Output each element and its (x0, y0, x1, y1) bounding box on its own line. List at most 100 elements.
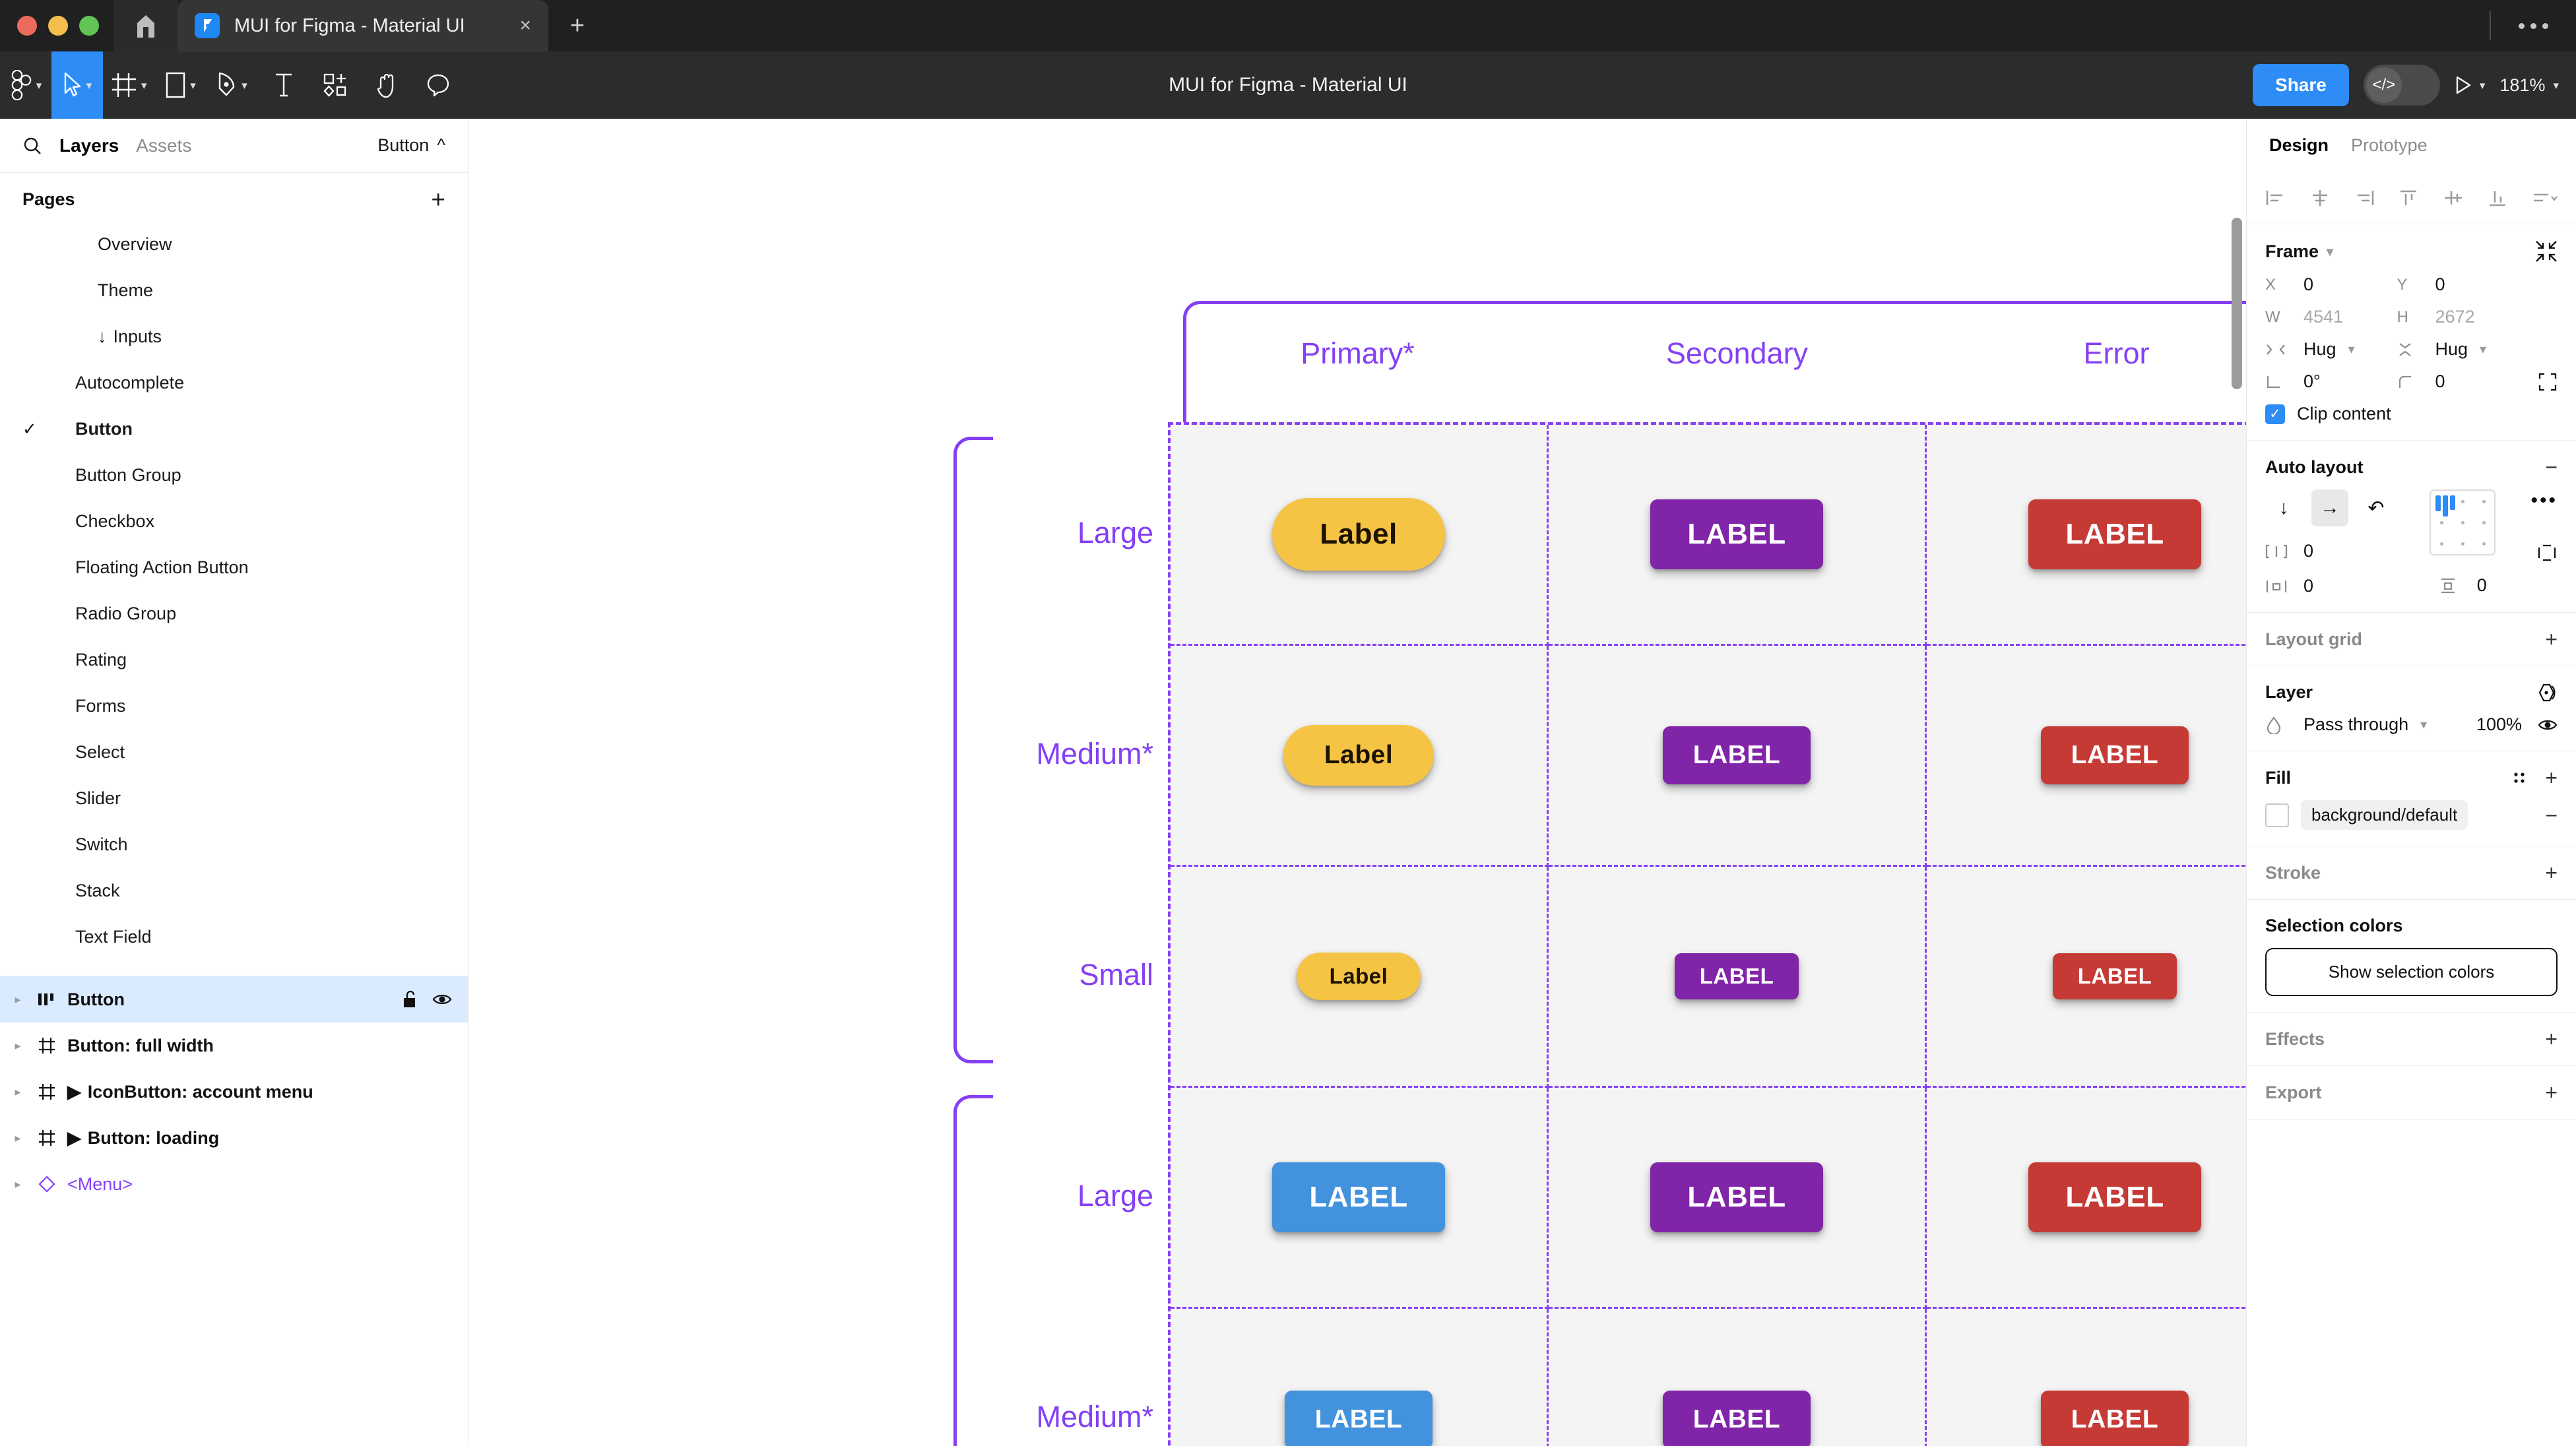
variant-button[interactable]: LABEL (2028, 499, 2201, 569)
remove-auto-layout-button[interactable]: − (2545, 455, 2558, 479)
fill-color-swatch[interactable] (2265, 803, 2289, 827)
page-item-floating-action-button[interactable]: Floating Action Button (0, 544, 468, 590)
tab-design[interactable]: Design (2269, 135, 2329, 155)
page-item-overview[interactable]: Overview (0, 221, 468, 267)
align-bottom-icon[interactable] (2487, 189, 2508, 207)
page-item-button-group[interactable]: Button Group (0, 452, 468, 498)
comment-tool-icon[interactable] (412, 51, 464, 119)
variant-button[interactable]: LABEL (2040, 1390, 2189, 1446)
page-item-theme[interactable]: Theme (0, 267, 468, 313)
unlock-icon[interactable] (402, 990, 419, 1009)
browser-menu-icon[interactable] (2491, 22, 2576, 29)
maximize-window-button[interactable] (79, 16, 99, 36)
opacity-value[interactable]: 100% (2476, 714, 2522, 734)
search-icon[interactable] (22, 136, 42, 156)
independent-corners-icon[interactable] (2528, 372, 2558, 392)
add-page-button[interactable]: + (431, 186, 445, 213)
current-page-selector[interactable]: Button ^ (377, 135, 445, 156)
frame-tool-icon[interactable]: ▾ (103, 51, 155, 119)
expand-arrow-icon[interactable]: ▸ (15, 1131, 21, 1145)
page-item-select[interactable]: Select (0, 729, 468, 775)
present-button[interactable]: ▾ (2455, 75, 2485, 95)
layout-wrap-icon[interactable]: ↶ (2367, 497, 2385, 519)
move-tool-icon[interactable]: ▾ (51, 51, 103, 119)
align-vertical-center-icon[interactable] (2443, 189, 2464, 207)
hand-tool-icon[interactable] (361, 51, 412, 119)
resize-to-fit-icon[interactable] (2535, 240, 2558, 263)
expand-arrow-icon[interactable]: ▸ (15, 992, 21, 1006)
add-stroke-button[interactable]: + (2545, 861, 2558, 885)
eye-icon[interactable] (2538, 718, 2558, 732)
page-item-inputs[interactable]: ↓Inputs (0, 313, 468, 360)
home-button[interactable] (113, 0, 177, 51)
layer-row[interactable]: ▸ <Menu> (0, 1161, 468, 1207)
layer-row[interactable]: ▸ Button (0, 976, 468, 1022)
distribute-menu-icon[interactable] (2531, 189, 2558, 207)
auto-layout-more-options-button[interactable]: ••• (2530, 489, 2558, 511)
variant-button[interactable]: Label (1283, 725, 1434, 786)
tab-prototype[interactable]: Prototype (2351, 135, 2428, 155)
align-top-icon[interactable] (2398, 189, 2419, 207)
new-tab-button[interactable]: + (569, 11, 585, 40)
variant-button[interactable]: LABEL (1650, 1162, 1823, 1232)
variant-button[interactable]: LABEL (1272, 1162, 1445, 1232)
tab-layers[interactable]: Layers (59, 135, 119, 156)
variant-button[interactable]: Label (1272, 498, 1445, 571)
design-canvas[interactable]: Contained Primary* Secondary Error Warni… (468, 119, 2246, 1446)
vertical-resizing-field[interactable]: Hug ▾ (2397, 339, 2529, 360)
fill-styles-icon[interactable] (2511, 769, 2528, 786)
page-item-checkbox[interactable]: Checkbox (0, 498, 468, 544)
variant-button[interactable]: LABEL (1650, 499, 1823, 569)
add-export-button[interactable]: + (2545, 1081, 2558, 1104)
layer-row[interactable]: ▸ ▶Button: loading (0, 1115, 468, 1161)
page-item-radio-group[interactable]: Radio Group (0, 590, 468, 637)
browser-tab[interactable]: MUI for Figma - Material UI × (177, 0, 548, 51)
expand-arrow-icon[interactable]: ▸ (15, 1084, 21, 1098)
figma-menu-icon[interactable]: ▾ (0, 51, 51, 119)
layout-direction-horizontal-icon[interactable]: → (2311, 489, 2348, 526)
auto-layout-alignment-grid[interactable] (2430, 489, 2496, 555)
canvas-vertical-scrollbar[interactable] (2232, 218, 2242, 389)
item-spacing-value[interactable]: 0 (2303, 541, 2314, 561)
eye-icon[interactable] (432, 991, 452, 1007)
close-tab-button[interactable]: × (519, 15, 531, 36)
page-item-switch[interactable]: Switch (0, 821, 468, 867)
resources-tool-icon[interactable] (309, 51, 361, 119)
show-selection-colors-button[interactable]: Show selection colors (2265, 948, 2558, 996)
page-item-rating[interactable]: Rating (0, 637, 468, 683)
page-item-button[interactable]: ✓Button (0, 406, 468, 452)
layout-direction-vertical-icon[interactable]: ↓ (2278, 497, 2289, 519)
page-item-forms[interactable]: Forms (0, 683, 468, 729)
page-item-stack[interactable]: Stack (0, 867, 468, 914)
page-item-text-field[interactable]: Text Field (0, 914, 468, 960)
expand-arrow-icon[interactable]: ▸ (15, 1177, 21, 1191)
pen-tool-icon[interactable]: ▾ (207, 51, 258, 119)
page-item-autocomplete[interactable]: Autocomplete (0, 360, 468, 406)
fill-style-name[interactable]: background/default (2301, 800, 2468, 830)
clip-content-checkbox[interactable]: ✓ (2265, 404, 2285, 424)
variant-button[interactable]: LABEL (2028, 1162, 2201, 1232)
zoom-control[interactable]: 181% ▾ (2499, 75, 2559, 96)
align-horizontal-center-icon[interactable] (2309, 189, 2331, 207)
shape-tool-icon[interactable]: ▾ (155, 51, 207, 119)
chevron-down-icon[interactable]: ▾ (2327, 244, 2334, 259)
clip-content-row[interactable]: ✓ Clip content (2265, 404, 2558, 424)
rotation-field[interactable]: 0° (2265, 371, 2397, 392)
variant-button[interactable]: LABEL (1662, 1390, 1811, 1446)
variant-button[interactable]: LABEL (2040, 726, 2189, 784)
page-item-slider[interactable]: Slider (0, 775, 468, 821)
variant-button[interactable]: LABEL (1674, 953, 1799, 999)
layer-effects-icon[interactable] (2536, 683, 2558, 703)
close-window-button[interactable] (17, 16, 37, 36)
dev-mode-toggle[interactable]: </> (2363, 65, 2440, 106)
align-right-icon[interactable] (2354, 189, 2375, 207)
add-layout-grid-button[interactable]: + (2545, 627, 2558, 651)
minimize-window-button[interactable] (48, 16, 68, 36)
share-button[interactable]: Share (2253, 64, 2349, 106)
horizontal-resizing-field[interactable]: Hug ▾ (2265, 339, 2397, 360)
corner-radius-field[interactable]: 0 (2397, 371, 2529, 392)
variant-button[interactable]: LABEL (2052, 953, 2177, 999)
